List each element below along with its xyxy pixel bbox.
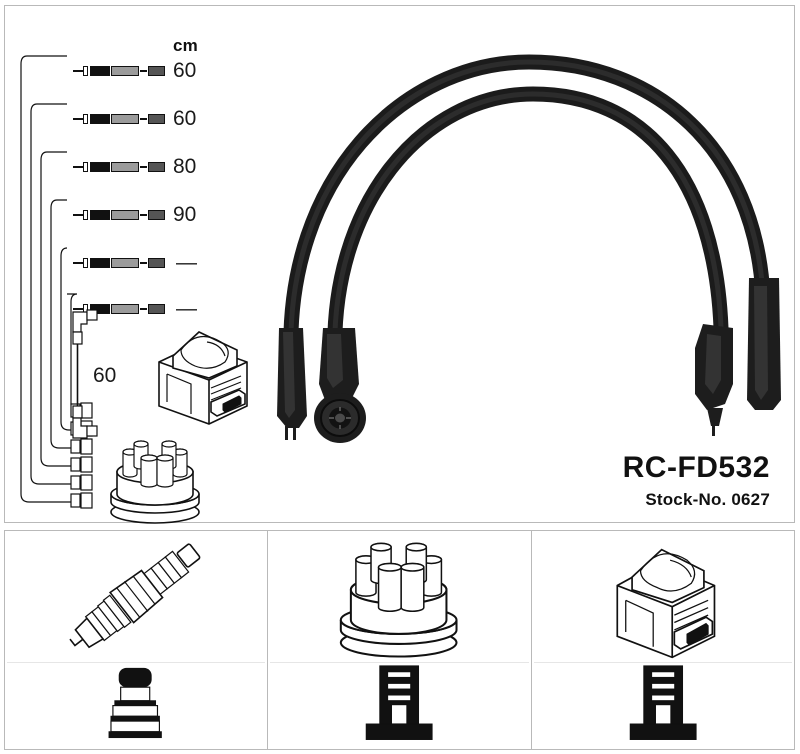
ignition-coil-illustration bbox=[151, 322, 255, 430]
table-row: 60 bbox=[13, 60, 223, 82]
ignition-cable-connector-icon bbox=[73, 161, 165, 173]
table-row: 90 bbox=[13, 204, 223, 226]
legend-strip bbox=[4, 530, 795, 750]
coil-terminal-boot-icon bbox=[532, 662, 794, 749]
ignition-coil-icon bbox=[532, 531, 794, 662]
cable-length-value: — bbox=[176, 251, 197, 274]
unit-header: cm bbox=[173, 36, 198, 55]
ignition-cable-connector-icon bbox=[73, 257, 165, 269]
cable-length-value: 80 bbox=[173, 155, 197, 178]
legend-panel-distributor-cap bbox=[267, 530, 532, 750]
cable-length-value: — bbox=[176, 297, 197, 320]
cable-length-table: cm 60 60 80 bbox=[13, 20, 223, 320]
panel-divider bbox=[7, 661, 266, 663]
ignition-cable-connector-icon bbox=[73, 113, 165, 125]
product-code: RC-FD532 bbox=[622, 451, 770, 484]
spark-plug-terminal-boot-icon bbox=[5, 662, 267, 749]
distributor-cap-illustration bbox=[101, 438, 209, 528]
table-row: 80 bbox=[13, 156, 223, 178]
ignition-cable-connector-icon bbox=[73, 209, 165, 221]
product-identification: RC-FD532 Stock-No. 0627 bbox=[623, 452, 770, 510]
main-illustration-frame: cm 60 60 80 bbox=[4, 5, 795, 524]
ignition-lead-set-illustration bbox=[263, 28, 793, 448]
jumper-length-value: 60 bbox=[93, 364, 117, 387]
panel-divider bbox=[270, 661, 529, 663]
distributor-terminal-boot-icon bbox=[268, 662, 530, 749]
cable-length-value: 60 bbox=[173, 59, 197, 82]
ignition-cable-connector-icon bbox=[73, 65, 165, 77]
legend-panel-spark-plug bbox=[4, 530, 269, 750]
spark-plug-icon bbox=[5, 531, 267, 662]
cable-length-value: 90 bbox=[173, 203, 197, 226]
panel-divider bbox=[533, 661, 792, 663]
ignition-cable-connector-icon bbox=[73, 303, 165, 315]
cable-length-value: 60 bbox=[173, 107, 197, 130]
table-row: — bbox=[13, 252, 223, 274]
stock-number: Stock-No. 0627 bbox=[645, 489, 770, 509]
distributor-cap-icon bbox=[268, 531, 530, 662]
short-jumper-lead bbox=[63, 306, 123, 441]
table-row: 60 bbox=[13, 108, 223, 130]
legend-panel-ignition-coil bbox=[530, 530, 795, 750]
table-row: — bbox=[13, 298, 223, 320]
